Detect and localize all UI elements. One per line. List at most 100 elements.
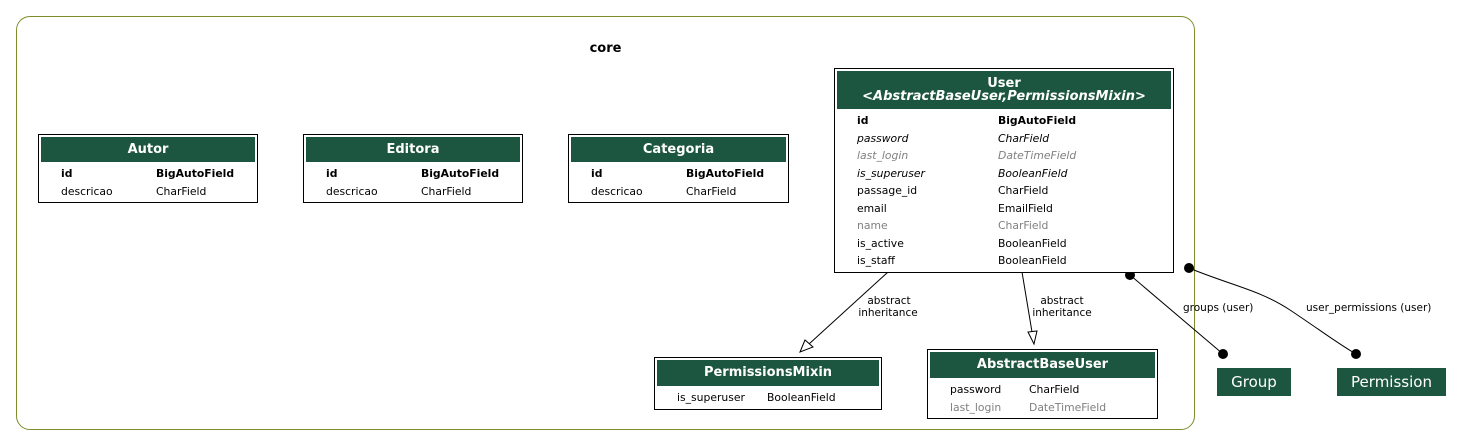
model-header: User<AbstractBaseUser,PermissionsMixin>	[837, 71, 1171, 109]
field-name: id	[61, 167, 73, 180]
model-title: Autor	[127, 142, 169, 157]
inheritance-arrowhead-abstractbaseuser	[1027, 330, 1038, 346]
field-table: id BigAutoField descricao CharField	[39, 165, 257, 200]
field-type: BooleanField	[998, 166, 1068, 180]
field-name: descricao	[591, 184, 643, 198]
field-type: DateTimeField	[998, 149, 1077, 162]
field-row: descricao CharField	[569, 183, 788, 201]
inheritance-edge-permissionsmixin	[808, 271, 889, 345]
field-type: CharField	[156, 184, 207, 198]
field-row: name CharField	[835, 217, 1173, 235]
model-autor: Autor id BigAutoField descricao CharField	[38, 134, 258, 203]
field-name: last_login	[950, 400, 1002, 414]
field-name: descricao	[61, 184, 113, 198]
field-type: BooleanField	[767, 391, 836, 404]
field-row: password CharField	[928, 381, 1157, 399]
field-name: descricao	[326, 184, 378, 198]
field-name: last_login	[857, 149, 909, 162]
groups-edge-end-dot	[1218, 349, 1228, 359]
field-row: is_staff BooleanField	[835, 252, 1173, 270]
field-row: id BigAutoField	[835, 112, 1173, 130]
user-permissions-edge-start-dot	[1184, 263, 1194, 273]
field-name: id	[591, 167, 603, 180]
field-type: CharField	[686, 184, 737, 198]
field-type: CharField	[998, 131, 1050, 145]
field-name: password	[950, 383, 1002, 396]
field-row: is_superuser BooleanField	[655, 389, 881, 407]
field-type: BooleanField	[998, 236, 1067, 250]
model-header: Editora	[306, 137, 520, 162]
field-table: is_superuser BooleanField	[655, 389, 881, 407]
model-header: AbstractBaseUser	[930, 352, 1155, 378]
field-name: is_superuser	[857, 166, 925, 180]
model-header: Categoria	[571, 137, 786, 162]
inheritance-edge-abstractbaseuser	[1021, 271, 1033, 333]
model-title: User	[987, 76, 1021, 91]
model-title: Editora	[386, 142, 440, 157]
field-row: passage_id CharField	[835, 182, 1173, 200]
core-app-cluster: core	[16, 16, 1195, 430]
field-row: id BigAutoField	[304, 165, 522, 183]
field-row: password CharField	[835, 130, 1173, 148]
groups-edge-start-dot	[1125, 270, 1135, 280]
edge-label-user-permissions: user_permissions (user)	[1306, 302, 1431, 314]
model-header: PermissionsMixin	[657, 360, 879, 386]
edge-label-inheritance-2: inheritance	[1032, 307, 1091, 319]
edge-label-abstract-1: abstract	[867, 295, 910, 307]
field-name: password	[857, 131, 909, 145]
field-type: BooleanField	[998, 254, 1067, 267]
field-name: name	[857, 219, 888, 232]
field-row: last_login DateTimeField	[928, 399, 1157, 417]
field-type: BigAutoField	[156, 167, 235, 180]
groups-edge	[1129, 274, 1224, 355]
model-abstractbaseuser: AbstractBaseUser password CharField last_lo…	[927, 349, 1158, 419]
field-type: BigAutoField	[421, 167, 500, 180]
field-row: descricao CharField	[304, 183, 522, 201]
model-title: Categoria	[642, 142, 715, 157]
field-type: BigAutoField	[998, 114, 1077, 127]
model-group: Group	[1217, 368, 1291, 396]
field-type: BigAutoField	[686, 167, 765, 180]
field-type: CharField	[998, 219, 1049, 232]
field-name: is_active	[857, 236, 904, 250]
field-type: CharField	[421, 184, 472, 198]
user-permissions-edge	[1188, 267, 1357, 355]
field-row: last_login DateTimeField	[835, 147, 1173, 165]
field-row: id BigAutoField	[569, 165, 788, 183]
field-row: is_active BooleanField	[835, 235, 1173, 253]
model-editora: Editora id BigAutoField descricao CharField	[303, 134, 523, 203]
field-name: id	[326, 167, 338, 180]
edge-label-inheritance-1: inheritance	[858, 307, 917, 319]
field-row: descricao CharField	[39, 183, 257, 201]
field-name: passage_id	[857, 184, 918, 197]
edge-label-groups: groups (user)	[1183, 302, 1253, 314]
field-type: EmailField	[998, 201, 1053, 215]
field-row: id BigAutoField	[39, 165, 257, 183]
model-categoria: Categoria id BigAutoField descricao CharFiel…	[568, 134, 789, 203]
field-name: id	[857, 114, 869, 127]
field-type: DateTimeField	[1029, 400, 1107, 414]
field-type: CharField	[1029, 383, 1080, 396]
model-user: User<AbstractBaseUser,PermissionsMixin> i…	[834, 68, 1174, 273]
field-type: CharField	[998, 184, 1049, 197]
model-title: AbstractBaseUser	[976, 357, 1109, 372]
cluster-label: core	[589, 41, 622, 56]
field-row: email EmailField	[835, 200, 1173, 218]
model-title: PermissionsMixin	[703, 365, 833, 380]
model-header: Autor	[41, 137, 255, 162]
model-subtitle: <AbstractBaseUser,PermissionsMixin>	[862, 89, 1146, 104]
field-row: is_superuser BooleanField	[835, 165, 1173, 183]
model-permissionsmixin: PermissionsMixin is_superuser BooleanField	[654, 357, 882, 410]
inheritance-arrowhead-permissionsmixin	[799, 339, 814, 353]
field-name: is_staff	[857, 254, 895, 267]
field-name: email	[857, 201, 887, 215]
field-name: is_superuser	[677, 391, 745, 404]
field-table: id BigAutoField descricao CharField	[569, 165, 788, 200]
field-table: password CharField last_login DateTimeField	[928, 381, 1157, 416]
user-permissions-edge-end-dot	[1351, 349, 1361, 359]
edge-label-abstract-2: abstract	[1040, 295, 1083, 307]
model-permission: Permission	[1337, 368, 1446, 396]
field-table: id BigAutoField descricao CharField	[304, 165, 522, 200]
